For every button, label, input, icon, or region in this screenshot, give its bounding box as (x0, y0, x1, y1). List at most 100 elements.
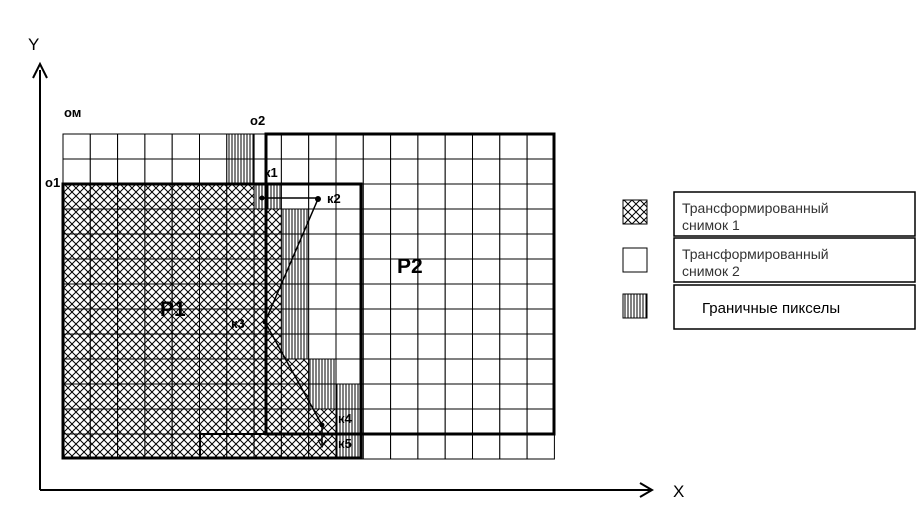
cell-snapshot-1 (226, 383, 255, 410)
cell-snapshot-2 (308, 308, 337, 335)
cell-boundary (308, 358, 337, 385)
legend-swatch-boundary (622, 293, 648, 319)
cell-snapshot-1 (280, 408, 310, 435)
cell-snapshot-2 (362, 133, 392, 160)
cell-snapshot-1 (62, 333, 91, 360)
knot-k5-label: к5 (338, 436, 352, 451)
cell-snapshot-2 (171, 158, 200, 185)
cell-snapshot-2 (117, 133, 146, 160)
cell-snapshot-2 (308, 283, 337, 310)
cell-snapshot-1 (199, 308, 228, 335)
cell-snapshot-2 (362, 408, 392, 435)
cell-snapshot-1 (226, 433, 255, 460)
cell-snapshot-2 (526, 408, 555, 435)
cell-snapshot-2 (444, 258, 474, 285)
cell-snapshot-2 (444, 233, 474, 260)
cell-snapshot-1 (199, 233, 228, 260)
cell-snapshot-1 (171, 308, 200, 335)
cell-snapshot-2 (89, 133, 119, 160)
cell-snapshot-1 (117, 358, 146, 385)
cell-snapshot-2 (362, 383, 392, 410)
cell-boundary (253, 183, 282, 210)
cell-snapshot-2 (472, 383, 501, 410)
cell-snapshot-1 (89, 308, 119, 335)
cell-snapshot-1 (199, 358, 228, 385)
cell-snapshot-1 (199, 258, 228, 285)
cell-snapshot-2 (171, 133, 200, 160)
cell-snapshot-1 (171, 408, 200, 435)
cell-snapshot-1 (199, 183, 228, 210)
cell-snapshot-1 (144, 283, 173, 310)
point-om-label: ом (64, 105, 81, 120)
cell-snapshot-1 (280, 383, 310, 410)
legend-2-line2: снимок 2 (682, 263, 740, 279)
cell-snapshot-1 (199, 408, 228, 435)
cell-snapshot-2 (526, 433, 555, 460)
cell-snapshot-2 (526, 333, 555, 360)
cell-snapshot-2 (472, 333, 501, 360)
cell-snapshot-2 (362, 158, 392, 185)
cell-snapshot-1 (226, 258, 255, 285)
cell-boundary (280, 308, 310, 335)
cell-snapshot-2 (472, 358, 501, 385)
cell-snapshot-2 (417, 383, 446, 410)
cell-snapshot-2 (117, 158, 146, 185)
cell-snapshot-2 (335, 133, 364, 160)
cell-snapshot-1 (199, 383, 228, 410)
knot-k1-label: к1 (264, 165, 278, 180)
cell-snapshot-1 (171, 433, 200, 460)
cell-snapshot-2 (444, 183, 474, 210)
cell-snapshot-1 (253, 258, 282, 285)
cell-snapshot-2 (444, 383, 474, 410)
knot-k4-label: к4 (338, 411, 353, 426)
cell-snapshot-1 (226, 208, 255, 235)
cell-snapshot-1 (89, 408, 119, 435)
cell-snapshot-2 (499, 358, 528, 385)
cell-boundary (280, 333, 310, 360)
cell-snapshot-2 (417, 183, 446, 210)
cell-snapshot-2 (472, 158, 501, 185)
cell-boundary (280, 233, 310, 260)
cell-snapshot-2 (417, 358, 446, 385)
cell-snapshot-2 (526, 283, 555, 310)
cell-snapshot-2 (335, 208, 364, 235)
cell-snapshot-1 (144, 233, 173, 260)
cell-snapshot-1 (117, 283, 146, 310)
cell-snapshot-1 (253, 358, 282, 385)
cell-snapshot-2 (335, 358, 364, 385)
cell-snapshot-2 (444, 408, 474, 435)
cell-snapshot-2 (390, 283, 419, 310)
cell-snapshot-1 (253, 208, 282, 235)
cell-snapshot-2 (417, 258, 446, 285)
cell-snapshot-2 (499, 183, 528, 210)
y-axis-label: Y (28, 35, 39, 54)
cell-snapshot-2 (499, 233, 528, 260)
cell-snapshot-2 (526, 133, 555, 160)
legend-swatch-snapshot-1 (622, 199, 648, 225)
cell-snapshot-2 (362, 258, 392, 285)
cell-snapshot-1 (62, 283, 91, 310)
cell-boundary (280, 258, 310, 285)
region-p1-label: P1 (160, 298, 186, 321)
cell-snapshot-1 (253, 333, 282, 360)
cell-snapshot-2 (390, 308, 419, 335)
cell-snapshot-1 (171, 333, 200, 360)
cell-snapshot-2 (390, 408, 419, 435)
cell-snapshot-1 (144, 383, 173, 410)
cell-snapshot-2 (308, 208, 337, 235)
cell-snapshot-2 (308, 133, 337, 160)
cell-snapshot-2 (62, 158, 91, 185)
cell-snapshot-2 (335, 258, 364, 285)
cell-snapshot-1 (253, 383, 282, 410)
cell-boundary (308, 383, 337, 410)
seam-path (259, 195, 327, 449)
cell-snapshot-2 (526, 383, 555, 410)
cell-snapshot-2 (472, 233, 501, 260)
cell-snapshot-1 (62, 433, 91, 460)
legend-swatch-snapshot-2 (622, 247, 648, 273)
cell-snapshot-2 (417, 333, 446, 360)
cell-snapshot-2 (335, 333, 364, 360)
cell-snapshot-2 (417, 133, 446, 160)
cell-snapshot-1 (117, 383, 146, 410)
